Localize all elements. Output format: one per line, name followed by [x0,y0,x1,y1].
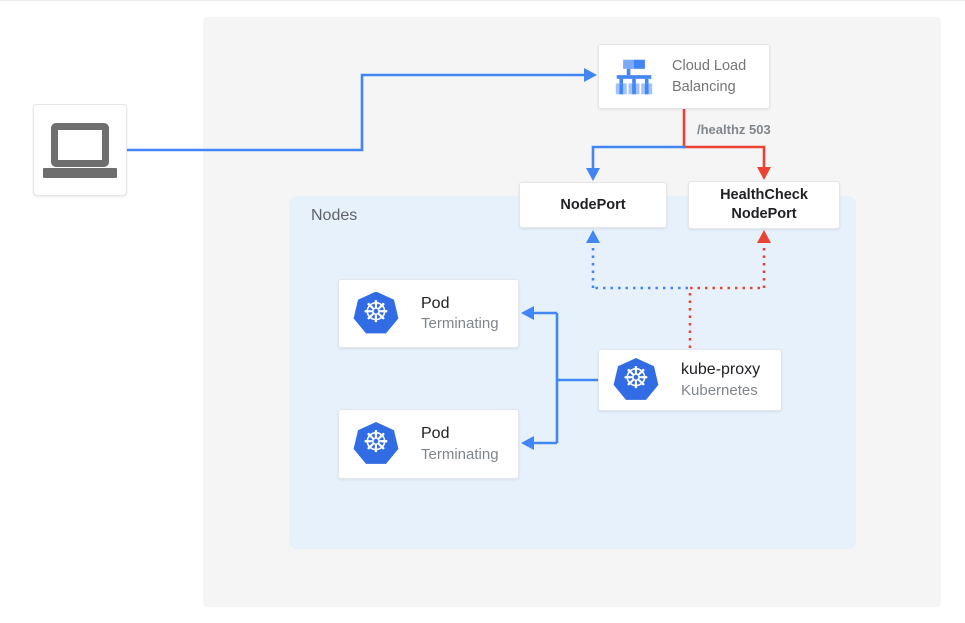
pod-1-node: ☸ Pod Terminating [338,279,519,348]
pod-1-text: Pod Terminating [421,293,499,335]
laptop-icon [43,122,117,178]
pod-2-node: ☸ Pod Terminating [338,409,519,479]
nodes-panel-label: Nodes [311,207,358,224]
healthcheck-nodeport-node: HealthCheck NodePort [688,181,840,229]
kube-proxy-node: ☸ kube-proxy Kubernetes [598,349,782,411]
kubernetes-helm-icon: ☸ [353,291,399,334]
nodeport-node: NodePort [519,182,667,228]
pod-1-title: Pod [421,294,450,312]
client-node [33,104,127,196]
healthcheck-nodeport-label: HealthCheck NodePort [720,187,808,222]
kubernetes-helm-icon: ☸ [353,422,399,464]
kube-proxy-title: kube-proxy [681,361,761,379]
pod-2-status: Terminating [421,445,499,463]
pod-2-text: Pod Terminating [421,423,499,465]
kubernetes-helm-icon: ☸ [613,358,659,400]
pod-2-title: Pod [421,425,450,443]
nodeport-label: NodePort [560,196,626,213]
kube-proxy-subtitle: Kubernetes [681,381,758,399]
cloud-load-balancing-node: Cloud Load Balancing [598,44,770,109]
kube-proxy-text: kube-proxy Kubernetes [681,359,760,401]
healthz-status-label: /healthz 503 [697,122,771,137]
pod-1-status: Terminating [421,315,499,333]
cloud-load-balancing-label: Cloud Load Balancing [672,58,747,95]
cloud-load-balancing-icon [615,59,653,94]
